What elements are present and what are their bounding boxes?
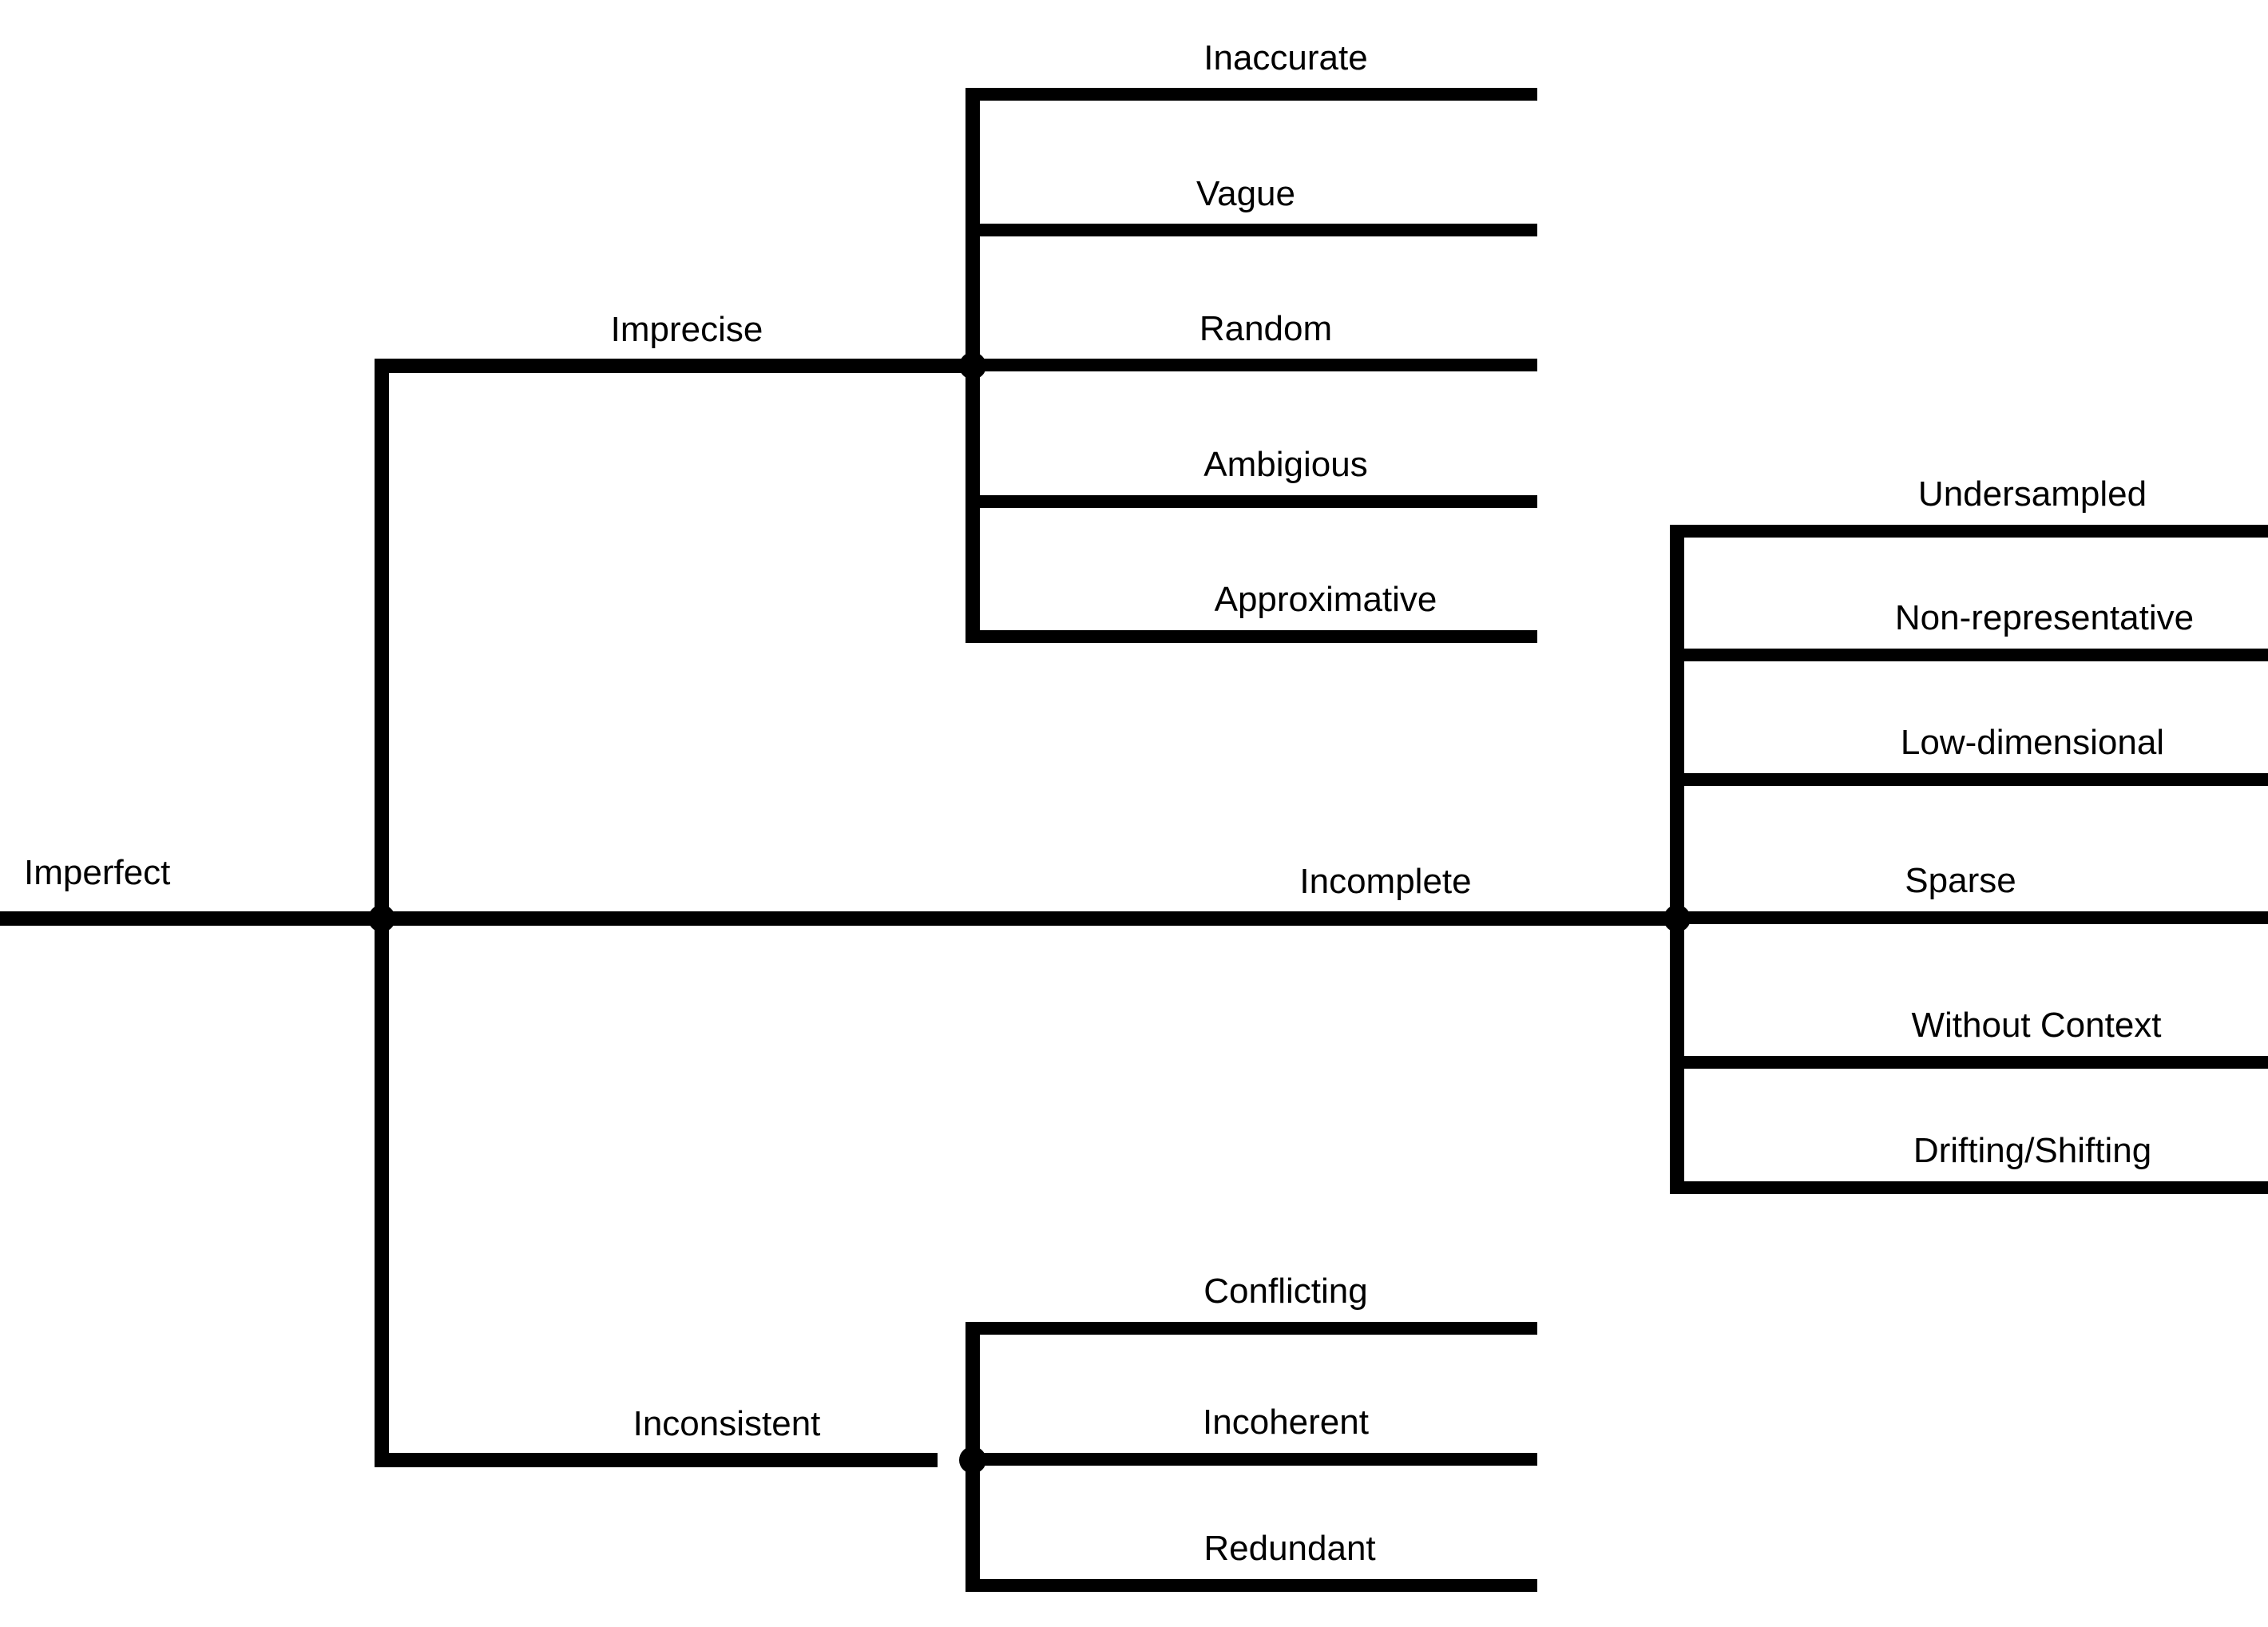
leaf-line-sparse xyxy=(1670,911,2268,924)
branch-incomplete-connector xyxy=(375,911,1684,926)
leaf-label-random: Random xyxy=(1199,309,1333,348)
incomplete-spine-vertical xyxy=(1670,525,1684,1194)
leaf-label-non-representative: Non-representative xyxy=(1894,598,2195,637)
leaf-line-undersampled xyxy=(1670,525,2268,538)
leaf-label-low-dimensional: Low-dimensional xyxy=(1900,723,2165,762)
leaf-label-vague: Vague xyxy=(1196,174,1295,213)
branch-inconsistent-connector xyxy=(375,1453,938,1467)
root-label: Imperfect xyxy=(24,853,171,892)
leaf-line-ambigious xyxy=(965,495,1537,508)
leaf-label-sparse: Sparse xyxy=(1905,861,2016,900)
leaf-label-inaccurate: Inaccurate xyxy=(1203,38,1368,77)
leaf-line-conflicting xyxy=(965,1322,1537,1335)
leaf-line-drifting-shifting xyxy=(1670,1181,2268,1194)
leaf-label-without-context: Without Context xyxy=(1911,1006,2162,1045)
leaf-line-incoherent xyxy=(965,1453,1537,1466)
leaf-line-random xyxy=(965,359,1537,371)
leaf-line-non-representative xyxy=(1670,649,2268,661)
leaf-label-approximative: Approximative xyxy=(1214,580,1437,619)
leaf-line-approximative xyxy=(965,630,1537,643)
branch-label-incomplete: Incomplete xyxy=(1299,862,1472,901)
leaf-line-low-dimensional xyxy=(1670,773,2268,786)
root-stem-line xyxy=(0,911,382,926)
branch-label-imprecise: Imprecise xyxy=(610,310,763,349)
leaf-label-redundant: Redundant xyxy=(1203,1529,1376,1568)
leaf-label-undersampled: Undersampled xyxy=(1917,474,2147,514)
leaf-line-without-context xyxy=(1670,1056,2268,1069)
branch-label-inconsistent: Inconsistent xyxy=(632,1404,821,1443)
branch-imprecise-connector xyxy=(375,359,980,373)
leaf-line-vague xyxy=(965,224,1537,236)
leaf-label-ambigious: Ambigious xyxy=(1203,445,1368,484)
leaf-line-inaccurate xyxy=(965,88,1537,101)
leaf-label-drifting-shifting: Drifting/Shifting xyxy=(1913,1131,2152,1170)
leaf-label-incoherent: Incoherent xyxy=(1203,1403,1369,1442)
leaf-label-conflicting: Conflicting xyxy=(1203,1272,1368,1311)
leaf-line-redundant xyxy=(965,1579,1537,1592)
